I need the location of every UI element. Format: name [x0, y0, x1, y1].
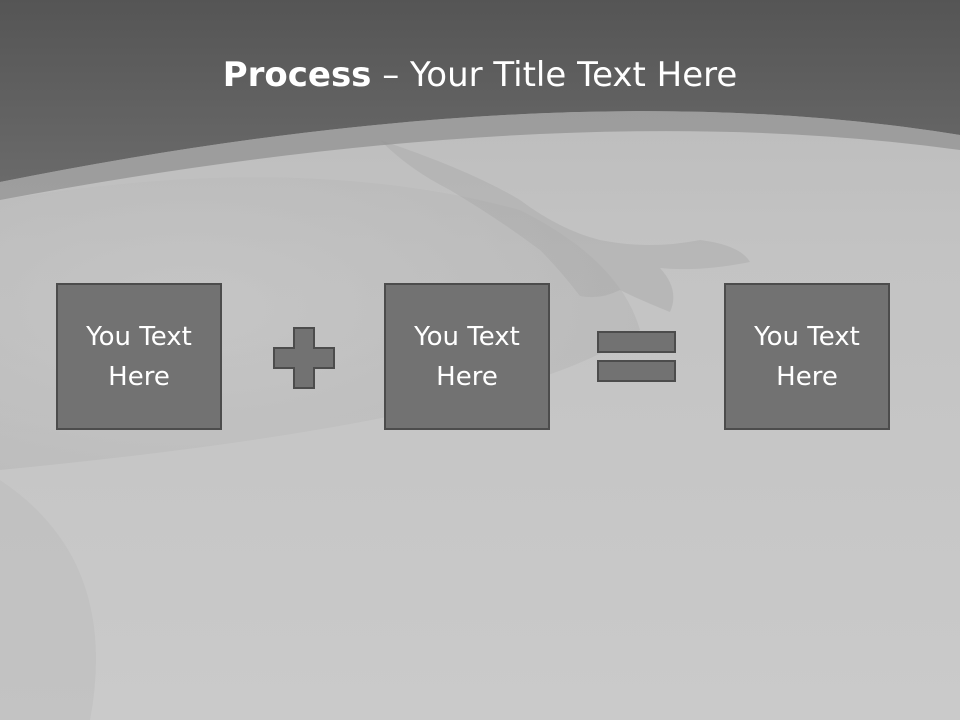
equals-icon	[597, 331, 676, 382]
process-box-2: You Text Here	[384, 283, 550, 430]
process-box-1: You Text Here	[56, 283, 222, 430]
slide-title: Process – Your Title Text Here	[0, 52, 960, 98]
title-bold-part: Process	[222, 55, 372, 95]
title-rest-part: – Your Title Text Here	[371, 55, 738, 95]
process-box-3: You Text Here	[724, 283, 890, 430]
plus-icon	[273, 327, 335, 389]
